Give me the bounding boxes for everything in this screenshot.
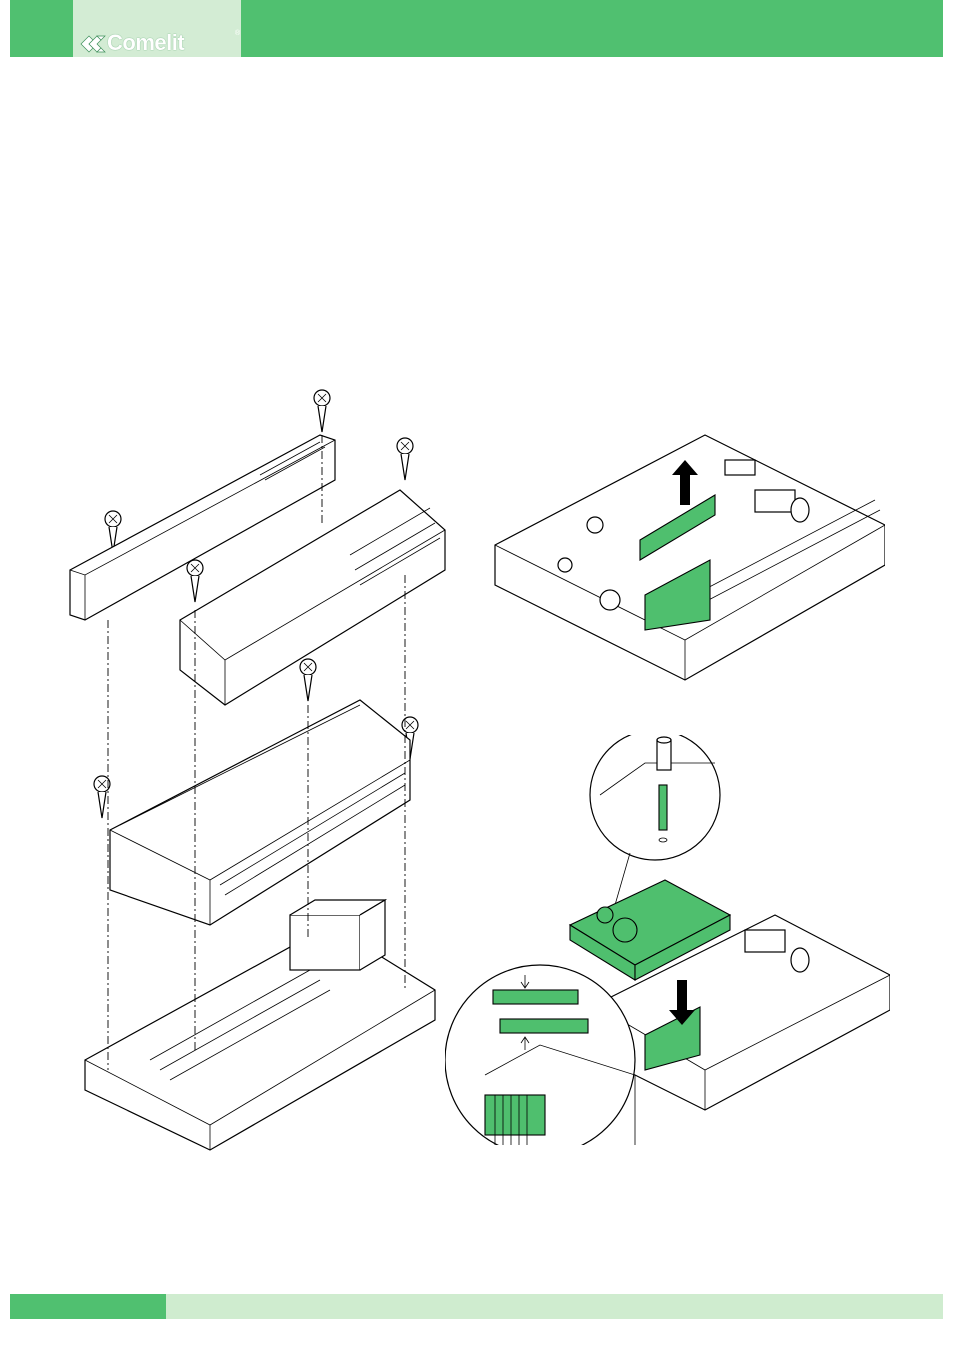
footer-band-right [166,1294,943,1319]
footer-band-left [10,1294,166,1319]
screw-icon [300,659,316,701]
screw-icon [187,560,203,602]
spacer-detail-callout [590,735,720,905]
exploded-assembly-figure [60,380,460,1160]
brand-name: Comelit [107,30,184,56]
main-enclosure [110,700,410,925]
module-insertion-figure [445,735,890,1145]
screw-icon [397,438,413,480]
circuit-board-base [85,900,435,1150]
logo-tab: Comelit ® [73,0,241,57]
registered-mark: ® [235,30,240,37]
screw-icon [314,390,330,432]
module-removal-figure [475,415,885,695]
connector-detail-callout [445,965,635,1145]
comelit-logo-mark-icon [79,33,109,55]
